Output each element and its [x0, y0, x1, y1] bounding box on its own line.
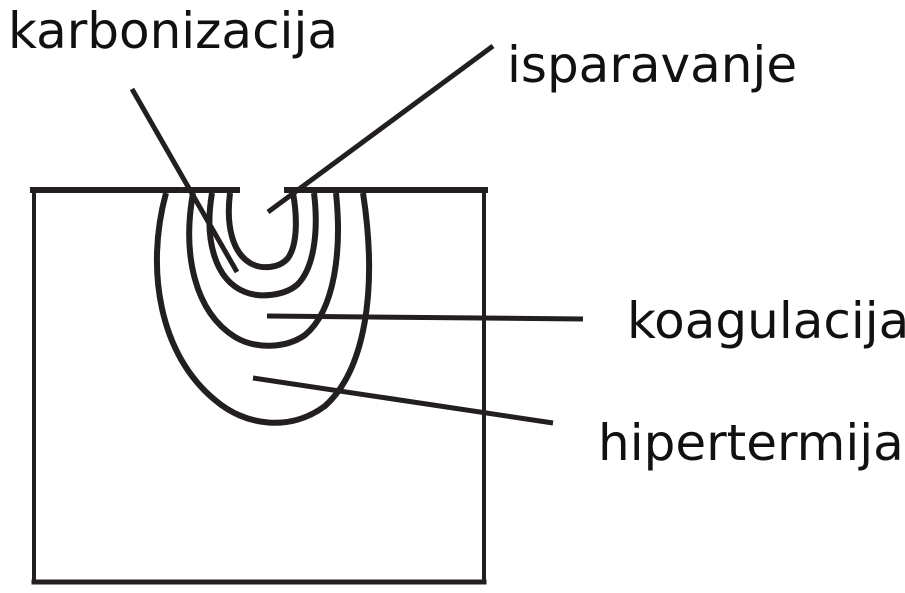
zone-koagulacija: [186, 192, 341, 349]
zone-hipertermija: [153, 192, 373, 426]
tissue-block: [30, 187, 488, 585]
damage-zones: [153, 192, 373, 426]
zone-karbonizacija: [206, 192, 319, 299]
leader-hipertermija: [252, 375, 554, 426]
label-karbonizacija: karbonizacija: [8, 2, 338, 60]
label-koagulacija: koagulacija: [627, 292, 905, 350]
leader-koagulacija: [266, 313, 584, 322]
leader-karbonizacija: [129, 87, 240, 274]
label-hipertermija: hipertermija: [598, 414, 904, 472]
zone-isparavanje: [225, 192, 299, 271]
leader-isparavanje: [266, 43, 495, 215]
label-isparavanje: isparavanje: [507, 36, 798, 94]
leader-lines: [129, 43, 584, 426]
